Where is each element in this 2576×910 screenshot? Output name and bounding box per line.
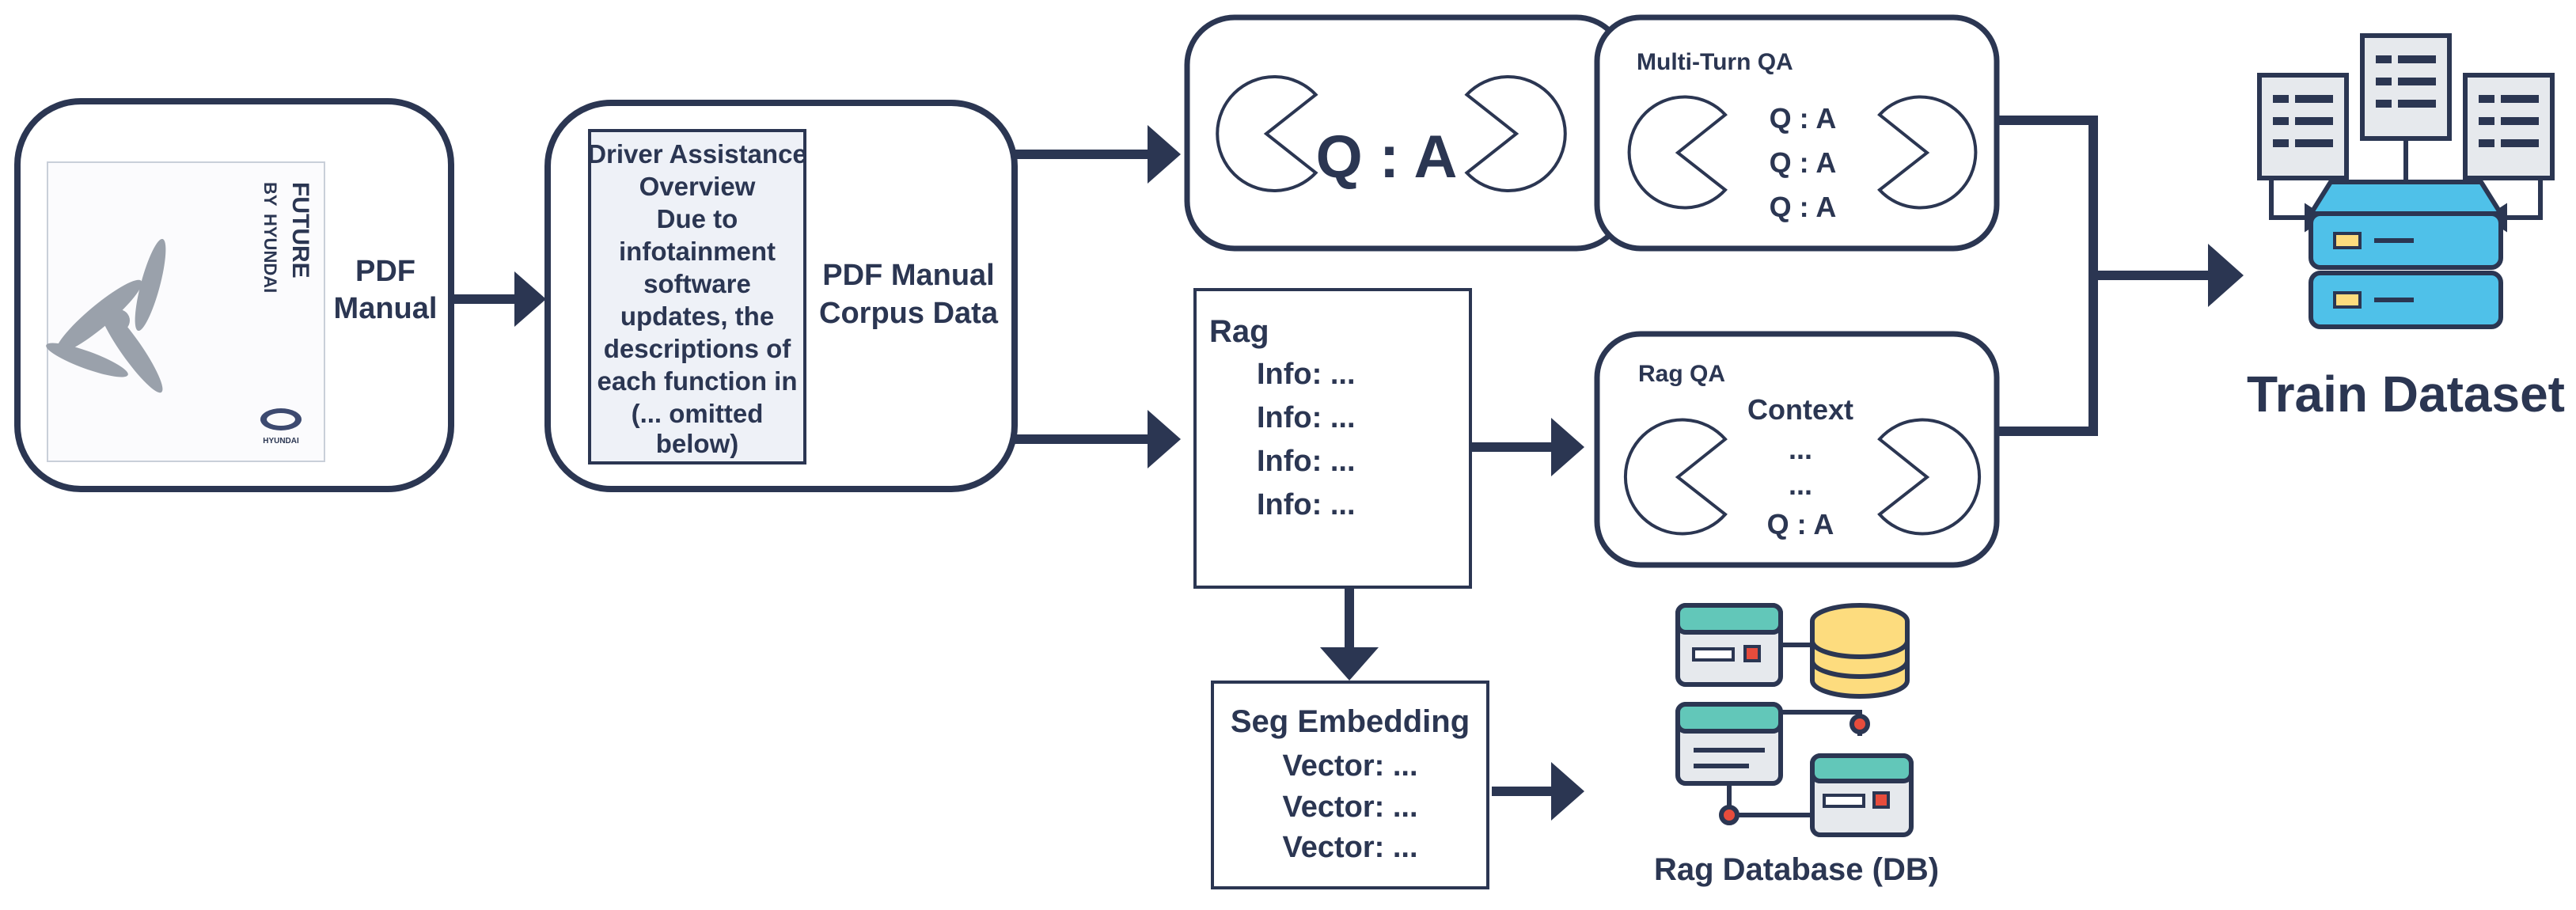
- excerpt-line-6: updates, the: [620, 301, 774, 331]
- rag-node: Rag Info: ... Info: ... Info: ... Info: …: [1193, 288, 1472, 589]
- ragqa-line-4: Q : A: [1767, 508, 1834, 540]
- rag-line-3: Info: ...: [1257, 445, 1356, 478]
- train-dataset-label: Train Dataset: [2247, 366, 2565, 423]
- qa-node: Q : A: [1184, 14, 1627, 252]
- cover-brand-line-3: HYUNDAI: [260, 214, 280, 293]
- arrow-rag-to-embedding: [1320, 587, 1379, 681]
- multiturn-qa-node: Multi-Turn QA Q : A Q : A Q : A: [1594, 14, 2000, 252]
- arrow-rag-to-ragqa: [1472, 418, 1584, 476]
- multiturn-line-3: Q : A: [1770, 191, 1837, 223]
- arrow-pdf-to-corpus: [451, 271, 546, 327]
- excerpt-line-3: Due to: [657, 204, 738, 233]
- connector-to-train: [1997, 116, 2212, 436]
- speaker-right-icon: [1877, 418, 1982, 536]
- multiturn-title: Multi-Turn QA: [1637, 49, 1793, 75]
- rag-line-1: Info: ...: [1257, 358, 1356, 391]
- corpus-label-line-1: PDF Manual: [822, 259, 994, 292]
- excerpt-line-8: each function in: [597, 366, 797, 396]
- corpus-node: Driver Assistance Overview Due to infota…: [544, 100, 1018, 492]
- speaker-left-icon: [1216, 75, 1318, 192]
- embedding-line-2: Vector: ...: [1282, 791, 1417, 824]
- train-dataset-icon: [2257, 33, 2555, 329]
- embedding-title: Seg Embedding: [1231, 704, 1470, 739]
- corpus-label-line-2: Corpus Data: [819, 297, 999, 330]
- excerpt-line-10: below): [656, 429, 739, 458]
- cover-logo: HYUNDAI: [260, 408, 302, 446]
- multiturn-line-2: Q : A: [1770, 146, 1837, 179]
- excerpt-line-4: infotainment: [619, 237, 776, 266]
- embedding-line-1: Vector: ...: [1282, 749, 1417, 783]
- rag-database-label: Rag Database (DB): [1654, 852, 1939, 887]
- ragqa-node: Rag QA Context ... ... Q : A: [1594, 331, 2000, 568]
- pdf-cover-thumbnail: FUTURE BY HYUNDAI HYUNDAI: [46, 161, 325, 462]
- rag-line-4: Info: ...: [1257, 488, 1356, 521]
- arrow-to-train-head: [2208, 244, 2244, 307]
- excerpt-line-5: software: [643, 269, 751, 298]
- cover-fan-icon: [46, 238, 166, 393]
- pdf-label-line-1: PDF: [355, 255, 415, 288]
- rag-title: Rag: [1209, 314, 1269, 349]
- manual-excerpt-page: [588, 129, 806, 464]
- speaker-left-icon: [1627, 95, 1728, 210]
- excerpt-line-7: descriptions of: [604, 334, 792, 363]
- svg-text:HYUNDAI: HYUNDAI: [263, 437, 299, 446]
- pdf-label-line-2: Manual: [334, 292, 438, 325]
- arrow-corpus-to-qa: [1015, 125, 1181, 184]
- arrow-embedding-to-db: [1492, 762, 1584, 821]
- ragqa-line-1: Context: [1747, 393, 1853, 426]
- cover-brand-line-1: FUTURE: [287, 182, 313, 279]
- ragqa-title: Rag QA: [1638, 361, 1725, 387]
- rag-database-icon: [1675, 603, 1914, 837]
- speaker-left-icon: [1623, 418, 1728, 536]
- excerpt-line-9: (... omitted: [632, 399, 764, 428]
- qa-text: Q : A: [1316, 123, 1458, 191]
- ragqa-line-3: ...: [1789, 468, 1812, 501]
- cover-brand-line-2: BY: [260, 182, 280, 207]
- arrow-corpus-to-rag: [1015, 410, 1181, 468]
- embedding-line-3: Vector: ...: [1282, 831, 1417, 864]
- pdf-manual-node: FUTURE BY HYUNDAI HYUNDAI PDF Manual: [14, 98, 454, 492]
- rag-line-2: Info: ...: [1257, 401, 1356, 434]
- embedding-node: Seg Embedding Vector: ... Vector: ... Ve…: [1211, 681, 1489, 889]
- ragqa-line-2: ...: [1789, 433, 1812, 465]
- excerpt-line-2: Overview: [639, 172, 756, 201]
- speaker-right-icon: [1877, 95, 1978, 210]
- excerpt-line-1: Driver Assistance: [587, 139, 807, 169]
- multiturn-line-1: Q : A: [1770, 102, 1837, 135]
- speaker-right-icon: [1464, 75, 1567, 192]
